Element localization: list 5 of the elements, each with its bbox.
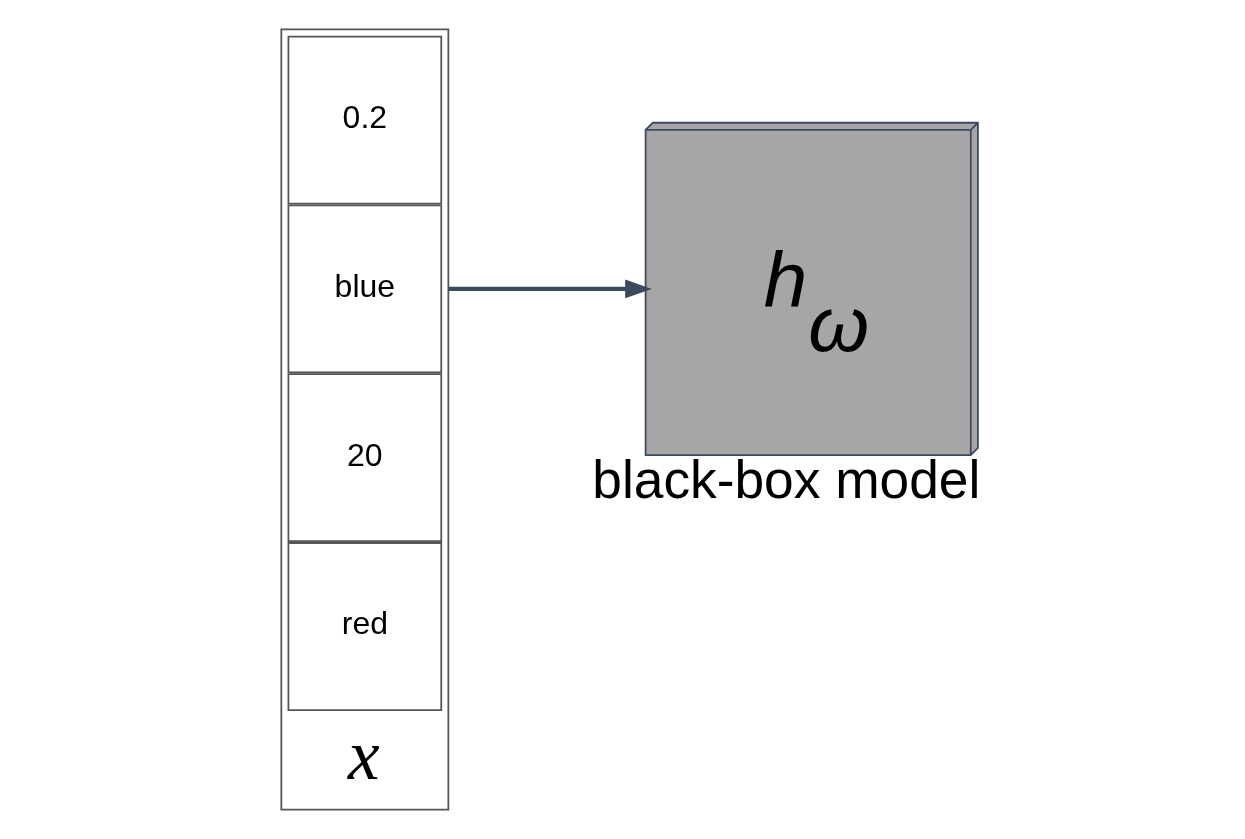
node-box: 0.2 — [287, 35, 443, 205]
node-box: 20 — [287, 373, 443, 543]
arrow — [448, 279, 652, 299]
node-box: blue — [287, 204, 443, 374]
node-box: red — [287, 542, 443, 711]
